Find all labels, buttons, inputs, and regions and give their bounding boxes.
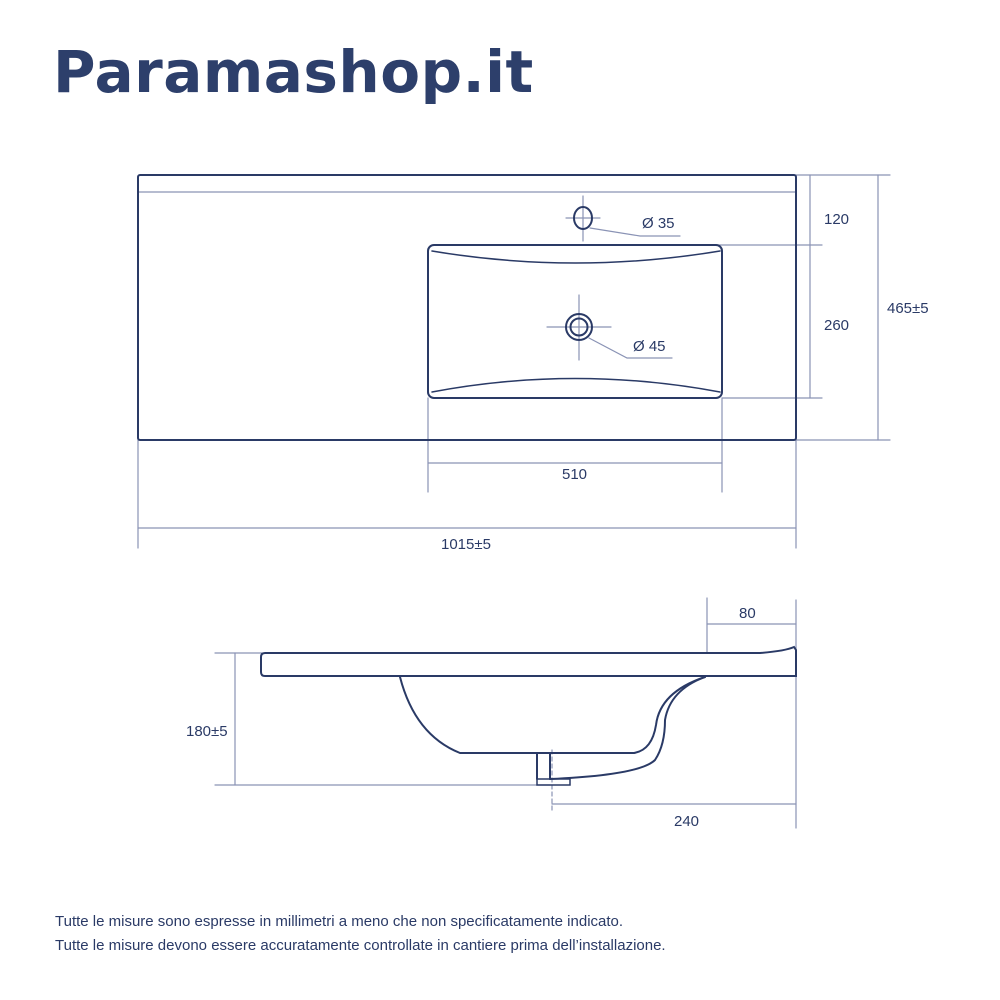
notes: Tutte le misure sono espresse in millime… bbox=[55, 910, 666, 958]
side-view-outline bbox=[260, 645, 797, 786]
top-view-outline bbox=[137, 174, 797, 441]
brand-logo: Paramashop.it bbox=[53, 38, 534, 106]
drain-hole-label: Ø 45 bbox=[633, 338, 666, 355]
side-view: 80 180±5 240 bbox=[186, 597, 797, 830]
note-line: Tutte le misure sono espresse in millime… bbox=[55, 913, 624, 930]
top-view-dimension-lines bbox=[137, 174, 891, 549]
dim-bowl-depth: 260 bbox=[824, 317, 849, 334]
dim-drain-offset: 240 bbox=[674, 813, 699, 830]
side-view-dimension-lines bbox=[214, 597, 797, 829]
dim-height: 180±5 bbox=[186, 723, 228, 740]
note-line: Tutte le misure devono essere accuratame… bbox=[55, 937, 666, 954]
dim-total-width: 1015±5 bbox=[441, 536, 491, 553]
dim-bowl-width: 510 bbox=[562, 466, 587, 483]
dim-total-depth: 465±5 bbox=[887, 300, 929, 317]
faucet-hole-label: Ø 35 bbox=[642, 215, 675, 232]
top-view: Ø 35 Ø 45 120 260 465±5 510 1015±5 bbox=[137, 174, 929, 553]
dim-lip: 80 bbox=[739, 605, 756, 622]
dim-faucet-offset: 120 bbox=[824, 211, 849, 228]
